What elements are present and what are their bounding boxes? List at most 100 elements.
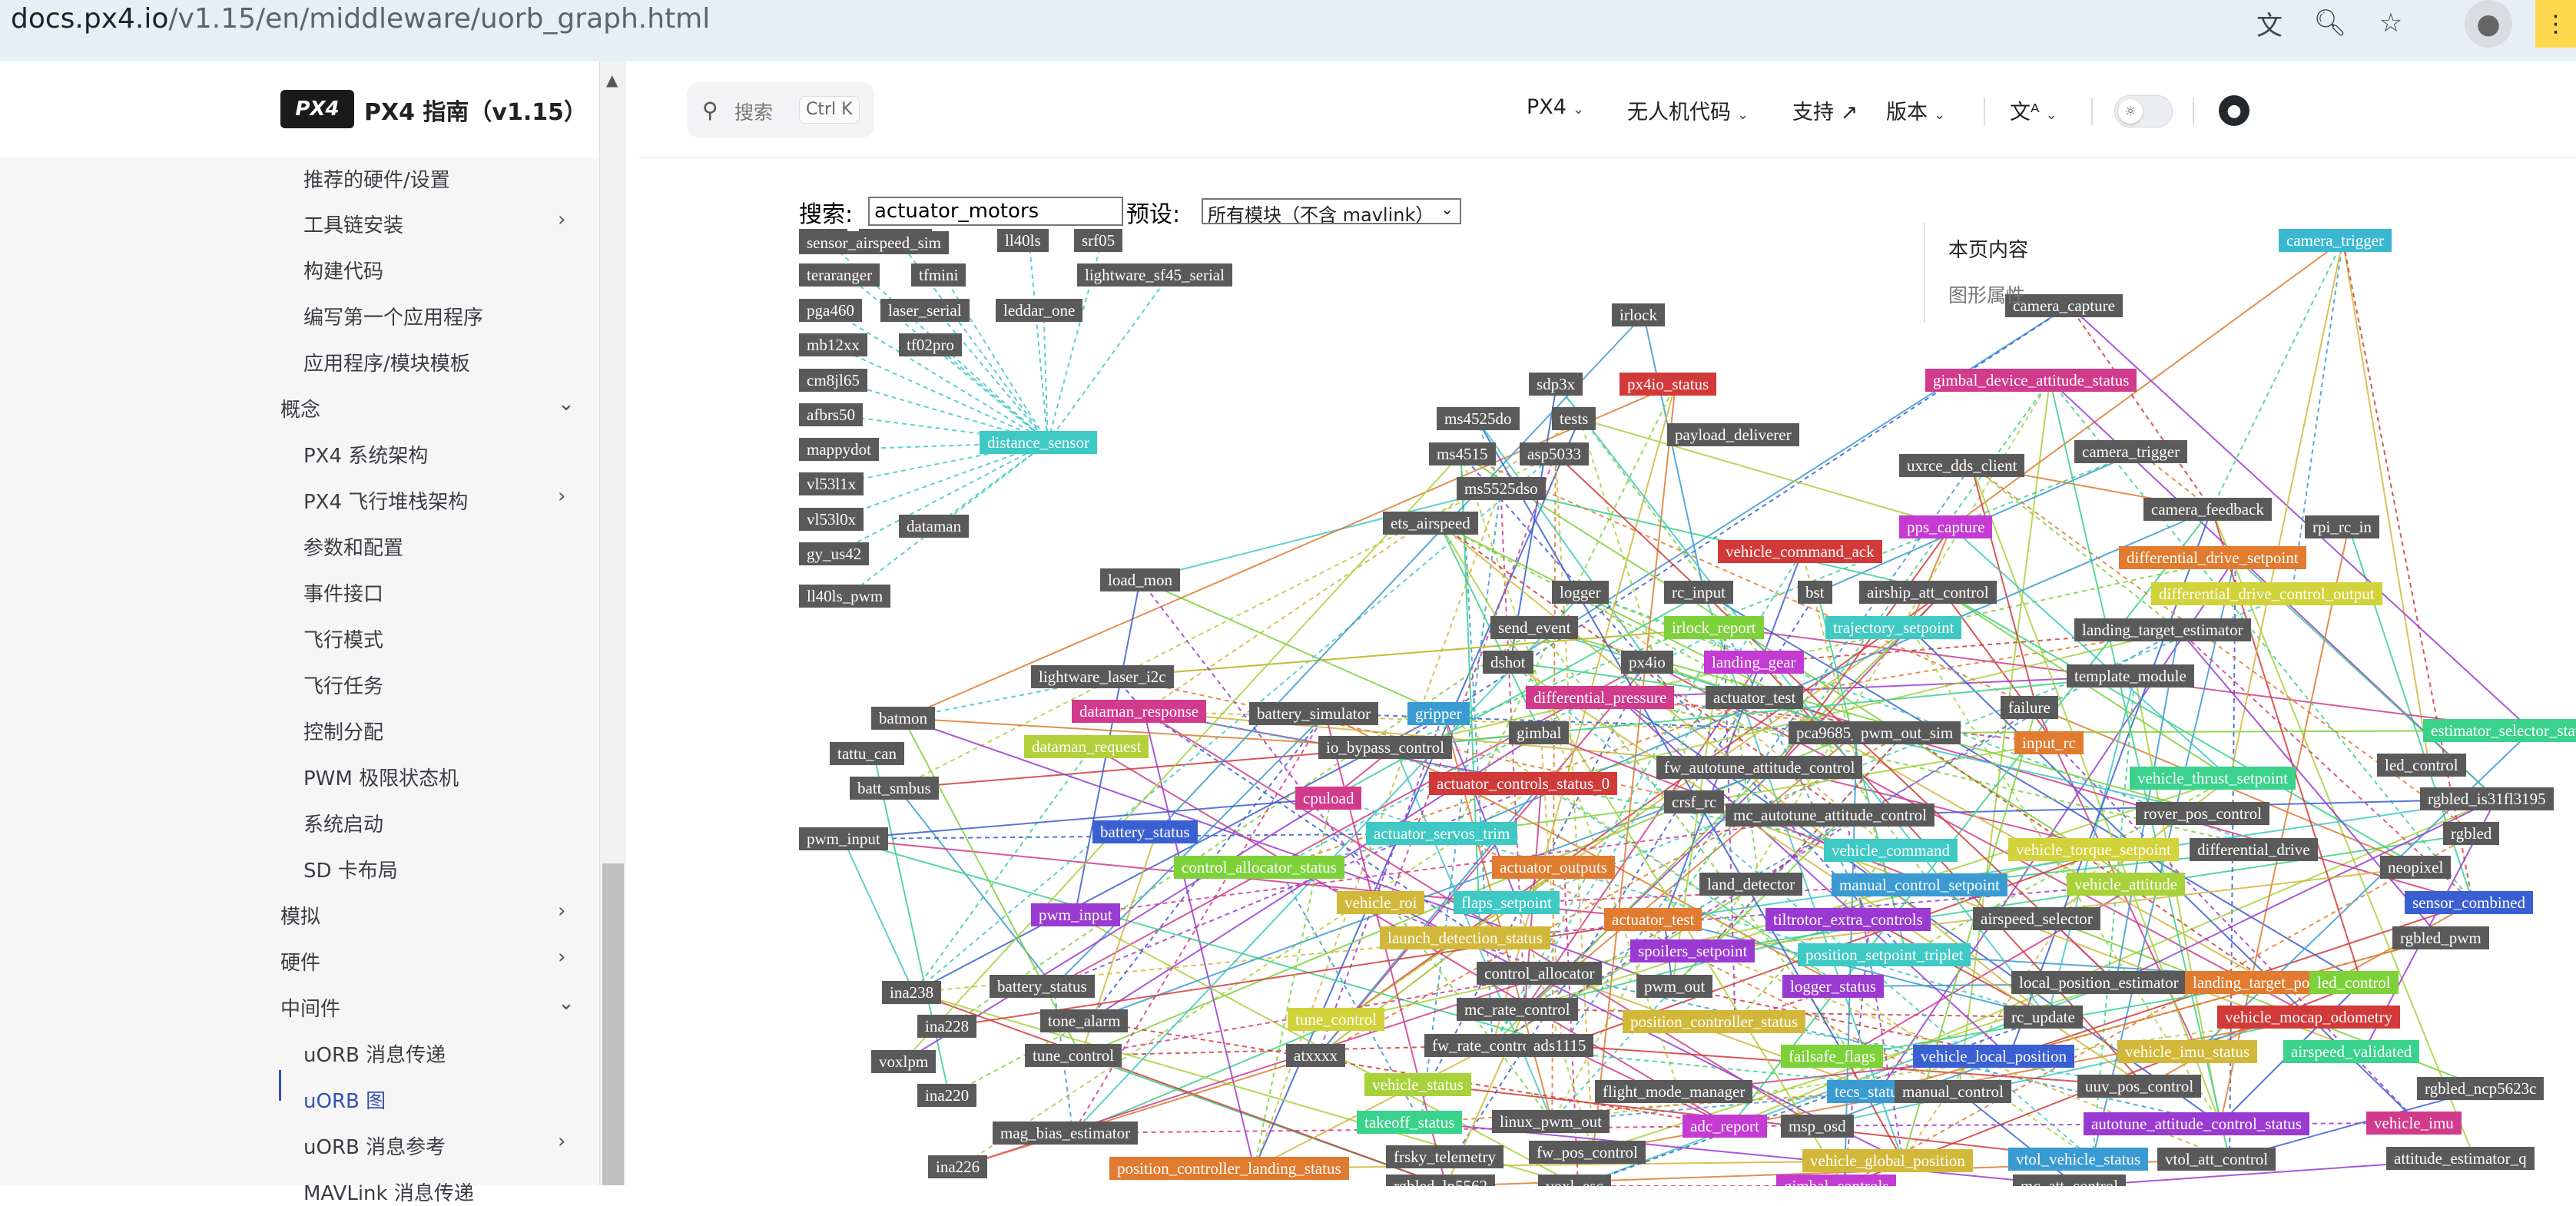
graph-node[interactable]: input_rc — [2014, 731, 2084, 754]
graph-node[interactable]: airspeed_validated — [2283, 1040, 2420, 1063]
graph-node[interactable]: manual_control_setpoint — [1832, 873, 2007, 896]
graph-node[interactable]: landing_gear — [1704, 651, 1804, 674]
graph-node[interactable]: sdp3x — [1529, 373, 1583, 396]
graph-node[interactable]: ll40ls_pwm — [799, 585, 891, 608]
graph-node[interactable]: mc_att_control — [2013, 1175, 2127, 1186]
graph-node[interactable]: mb12xx — [799, 333, 867, 356]
graph-node[interactable]: rpi_rc_in — [2305, 515, 2379, 538]
graph-node[interactable]: vehicle_command — [1824, 839, 1958, 862]
graph-node[interactable]: camera_trigger — [2074, 440, 2188, 463]
graph-node[interactable]: rc_input — [1664, 581, 1733, 604]
graph-node[interactable]: control_allocator_status — [1174, 856, 1344, 879]
graph-node[interactable]: spoilers_setpoint — [1630, 939, 1755, 962]
graph-node[interactable]: mappydot — [799, 438, 879, 461]
graph-node[interactable]: gimbal — [1509, 721, 1570, 744]
graph-node[interactable]: ms5525dso — [1457, 477, 1546, 500]
graph-node[interactable]: vehicle_roi — [1337, 891, 1425, 914]
graph-node[interactable]: adc_report — [1683, 1115, 1767, 1138]
graph-node[interactable]: vl53l0x — [799, 508, 864, 531]
graph-node[interactable]: io_bypass_control — [1318, 736, 1452, 759]
graph-node[interactable]: asp5033 — [1520, 442, 1589, 466]
graph-node[interactable]: afbrs50 — [799, 403, 863, 426]
graph-node[interactable]: cm8jl65 — [799, 369, 867, 392]
graph-node[interactable]: tone_alarm — [1040, 1009, 1129, 1032]
graph-node[interactable]: rgbled_is31fl3195 — [2420, 787, 2554, 810]
graph-node[interactable]: mc_rate_control — [1457, 998, 1578, 1021]
graph-node[interactable]: position_controller_landing_status — [1109, 1157, 1349, 1180]
graph-node[interactable]: actuator_test — [1604, 908, 1702, 931]
graph-node[interactable]: vehicle_status — [1364, 1073, 1471, 1096]
graph-node[interactable]: launch_detection_status — [1380, 926, 1550, 949]
graph-node[interactable]: load_mon — [1100, 568, 1180, 591]
zoom-icon[interactable]: 🔍︎ — [2313, 8, 2347, 38]
graph-node[interactable]: fw_pos_control — [1529, 1141, 1646, 1164]
graph-node[interactable]: differential_drive — [2190, 838, 2318, 861]
graph-node[interactable]: differential_drive_control_output — [2151, 582, 2382, 605]
chevron-right-icon[interactable]: › — [558, 946, 566, 969]
graph-node[interactable]: ina220 — [917, 1084, 977, 1107]
nav-px4[interactable]: PX4⌄ — [1527, 95, 1584, 119]
graph-node[interactable]: vehicle_command_ack — [1718, 540, 1882, 563]
graph-node[interactable]: failsafe_flags — [1781, 1045, 1884, 1068]
graph-node[interactable]: teraranger — [799, 263, 880, 287]
translate-icon[interactable]: 文 — [2256, 10, 2283, 41]
sidebar-item[interactable]: 构建代码 — [303, 260, 384, 283]
graph-node[interactable]: vehicle_mocap_odometry — [2217, 1006, 2401, 1029]
graph-node[interactable]: tune_control — [1288, 1008, 1385, 1031]
graph-node[interactable]: pps_capture — [1899, 515, 1993, 538]
sidebar-item[interactable]: uORB 消息参考 — [303, 1136, 446, 1159]
graph-node[interactable]: ina238 — [882, 981, 942, 1004]
graph-node[interactable]: vl53l1x — [799, 472, 864, 495]
chevron-right-icon[interactable]: › — [558, 208, 566, 231]
graph-node[interactable]: manual_control — [1895, 1080, 2011, 1103]
graph-node[interactable]: fw_rate_control — [1424, 1034, 1543, 1057]
sidebar-item[interactable]: 工具链安装 — [303, 214, 404, 237]
graph-node[interactable]: rover_pos_control — [2136, 802, 2269, 825]
graph-node[interactable]: vehicle_imu — [2366, 1112, 2462, 1135]
sidebar-item[interactable]: 硬件 — [280, 952, 321, 975]
graph-node[interactable]: pwm_out_sim — [1853, 721, 1961, 744]
chevron-right-icon[interactable]: › — [558, 900, 566, 923]
sidebar-item[interactable]: 中间件 — [280, 998, 341, 1021]
graph-node[interactable]: battery_simulator — [1249, 702, 1379, 725]
site-title[interactable]: PX4 指南（v1.15） — [364, 99, 588, 126]
graph-node[interactable]: ina226 — [928, 1155, 988, 1178]
graph-node[interactable]: ms4525do — [1437, 407, 1520, 430]
graph-node[interactable]: dshot — [1483, 651, 1533, 674]
graph-node[interactable]: batt_smbus — [850, 777, 939, 800]
graph-node[interactable]: vtol_vehicle_status — [2008, 1148, 2149, 1171]
graph-node[interactable]: ina228 — [917, 1015, 977, 1038]
graph-node[interactable]: differential_drive_setpoint — [2119, 546, 2306, 569]
nav-drone-code[interactable]: 无人机代码⌄ — [1627, 95, 1749, 125]
chevron-down-icon[interactable]: ⌄ — [558, 992, 575, 1015]
graph-node[interactable]: pga460 — [799, 299, 862, 322]
menu-icon[interactable]: ⋮ — [2535, 0, 2576, 48]
graph-node[interactable]: tune_control — [1025, 1044, 1122, 1067]
sidebar-item[interactable]: PX4 系统架构 — [303, 445, 429, 468]
graph-node[interactable]: actuator_controls_status_0 — [1429, 772, 1618, 795]
graph-node[interactable]: lightware_laser_i2c — [1031, 665, 1174, 688]
graph-node[interactable]: linux_pwm_out — [1492, 1110, 1610, 1133]
graph-node[interactable]: irlock_report — [1664, 616, 1764, 639]
graph-node[interactable]: takeoff_status — [1357, 1111, 1463, 1134]
graph-node[interactable]: gripper — [1407, 702, 1470, 725]
graph-node[interactable]: led_control — [2309, 971, 2399, 994]
sidebar-item[interactable]: 概念 — [280, 399, 321, 422]
graph-node[interactable]: rgbled_ncp5623c — [2417, 1077, 2545, 1100]
graph-node[interactable]: template_module — [2067, 664, 2194, 687]
graph-node[interactable]: tecs_status — [1827, 1080, 1912, 1103]
theme-toggle[interactable]: ☼ — [2114, 95, 2173, 128]
address-bar[interactable]: docs.px4.io/v1.15/en/middleware/uorb_gra… — [11, 3, 710, 35]
graph-node[interactable]: logger_status — [1782, 975, 1884, 998]
graph-preset-select[interactable]: 所有模块（不含 mavlink）⌄ — [1202, 198, 1461, 226]
profile-icon[interactable]: ● — [2465, 0, 2512, 48]
graph-search-input[interactable] — [868, 197, 1123, 226]
graph-node[interactable]: local_position_estimator — [2011, 971, 2186, 994]
graph-node[interactable]: failure — [2001, 696, 2058, 719]
sidebar-item[interactable]: 飞行模式 — [303, 629, 384, 652]
graph-node[interactable]: dataman_request — [1024, 735, 1149, 758]
graph-node[interactable]: msp_osd — [1781, 1115, 1854, 1138]
graph-node[interactable]: vehicle_imu_status — [2117, 1040, 2258, 1063]
graph-node[interactable]: uuv_pos_control — [2077, 1075, 2202, 1098]
graph-node[interactable]: ads1115 — [1526, 1034, 1594, 1057]
